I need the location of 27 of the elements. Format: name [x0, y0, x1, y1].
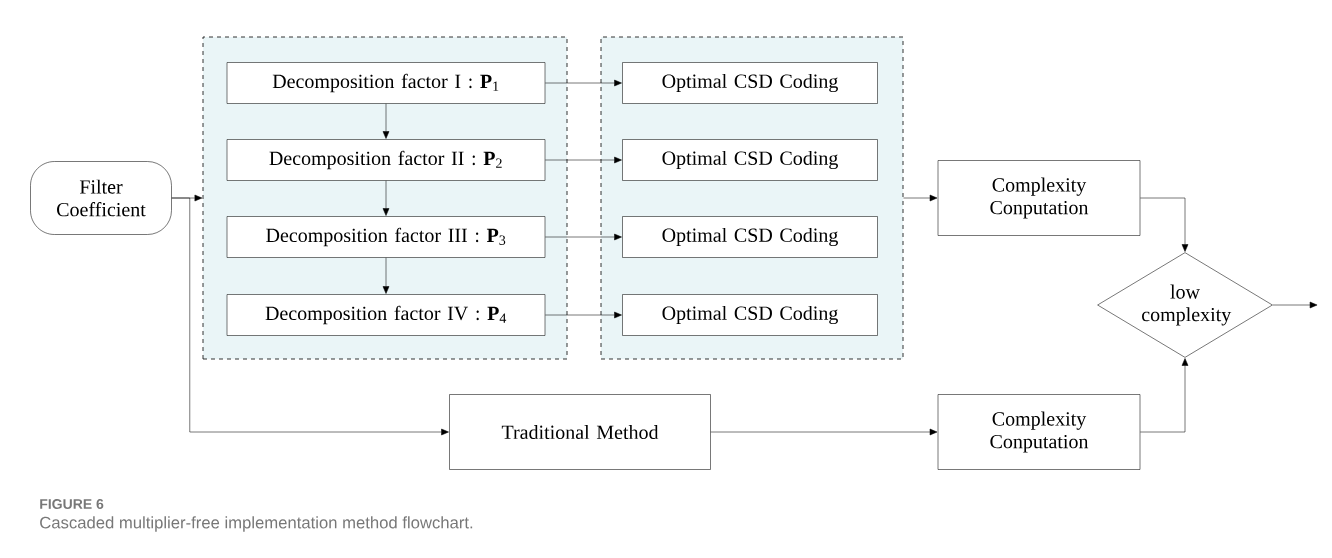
- arrow: [545, 156, 622, 164]
- process-box: Optimal CSD Coding: [622, 62, 878, 104]
- arrow: [382, 257, 390, 294]
- arrow: [1140, 197, 1189, 252]
- process-box: Optimal CSD Coding: [622, 294, 878, 336]
- caption: Cascaded multiplier-free implementation method flowchart.: [40, 516, 473, 532]
- arrow: [171, 197, 449, 436]
- process-box: Optimal CSD Coding: [622, 139, 878, 181]
- arrow: [382, 180, 390, 216]
- process-box: Decomposition factor I : P$_{1}$: [226, 62, 546, 104]
- process-box: Traditional Method: [449, 394, 711, 470]
- arrow: [382, 103, 390, 139]
- arrow: [545, 233, 622, 241]
- arrow: [1272, 301, 1318, 309]
- process-box: Complexity Conputation: [937, 394, 1141, 470]
- process-box: Decomposition factor III : P$_{3}$: [226, 216, 546, 258]
- arrow: [903, 194, 938, 202]
- process-box: Complexity Conputation: [937, 160, 1141, 236]
- process-box: Decomposition factor IV : P$_{4}$: [226, 294, 546, 336]
- arrow: [545, 311, 622, 319]
- process-box: Decomposition factor II : P$_{2}$: [226, 139, 546, 181]
- terminal-box: Filter Coefficient: [30, 161, 172, 235]
- arrow: [710, 428, 938, 436]
- arrow: [545, 79, 622, 87]
- process-box: Optimal CSD Coding: [622, 216, 878, 258]
- arrow: [1140, 358, 1189, 433]
- figure-label: FIGURE 6: [40, 499, 104, 509]
